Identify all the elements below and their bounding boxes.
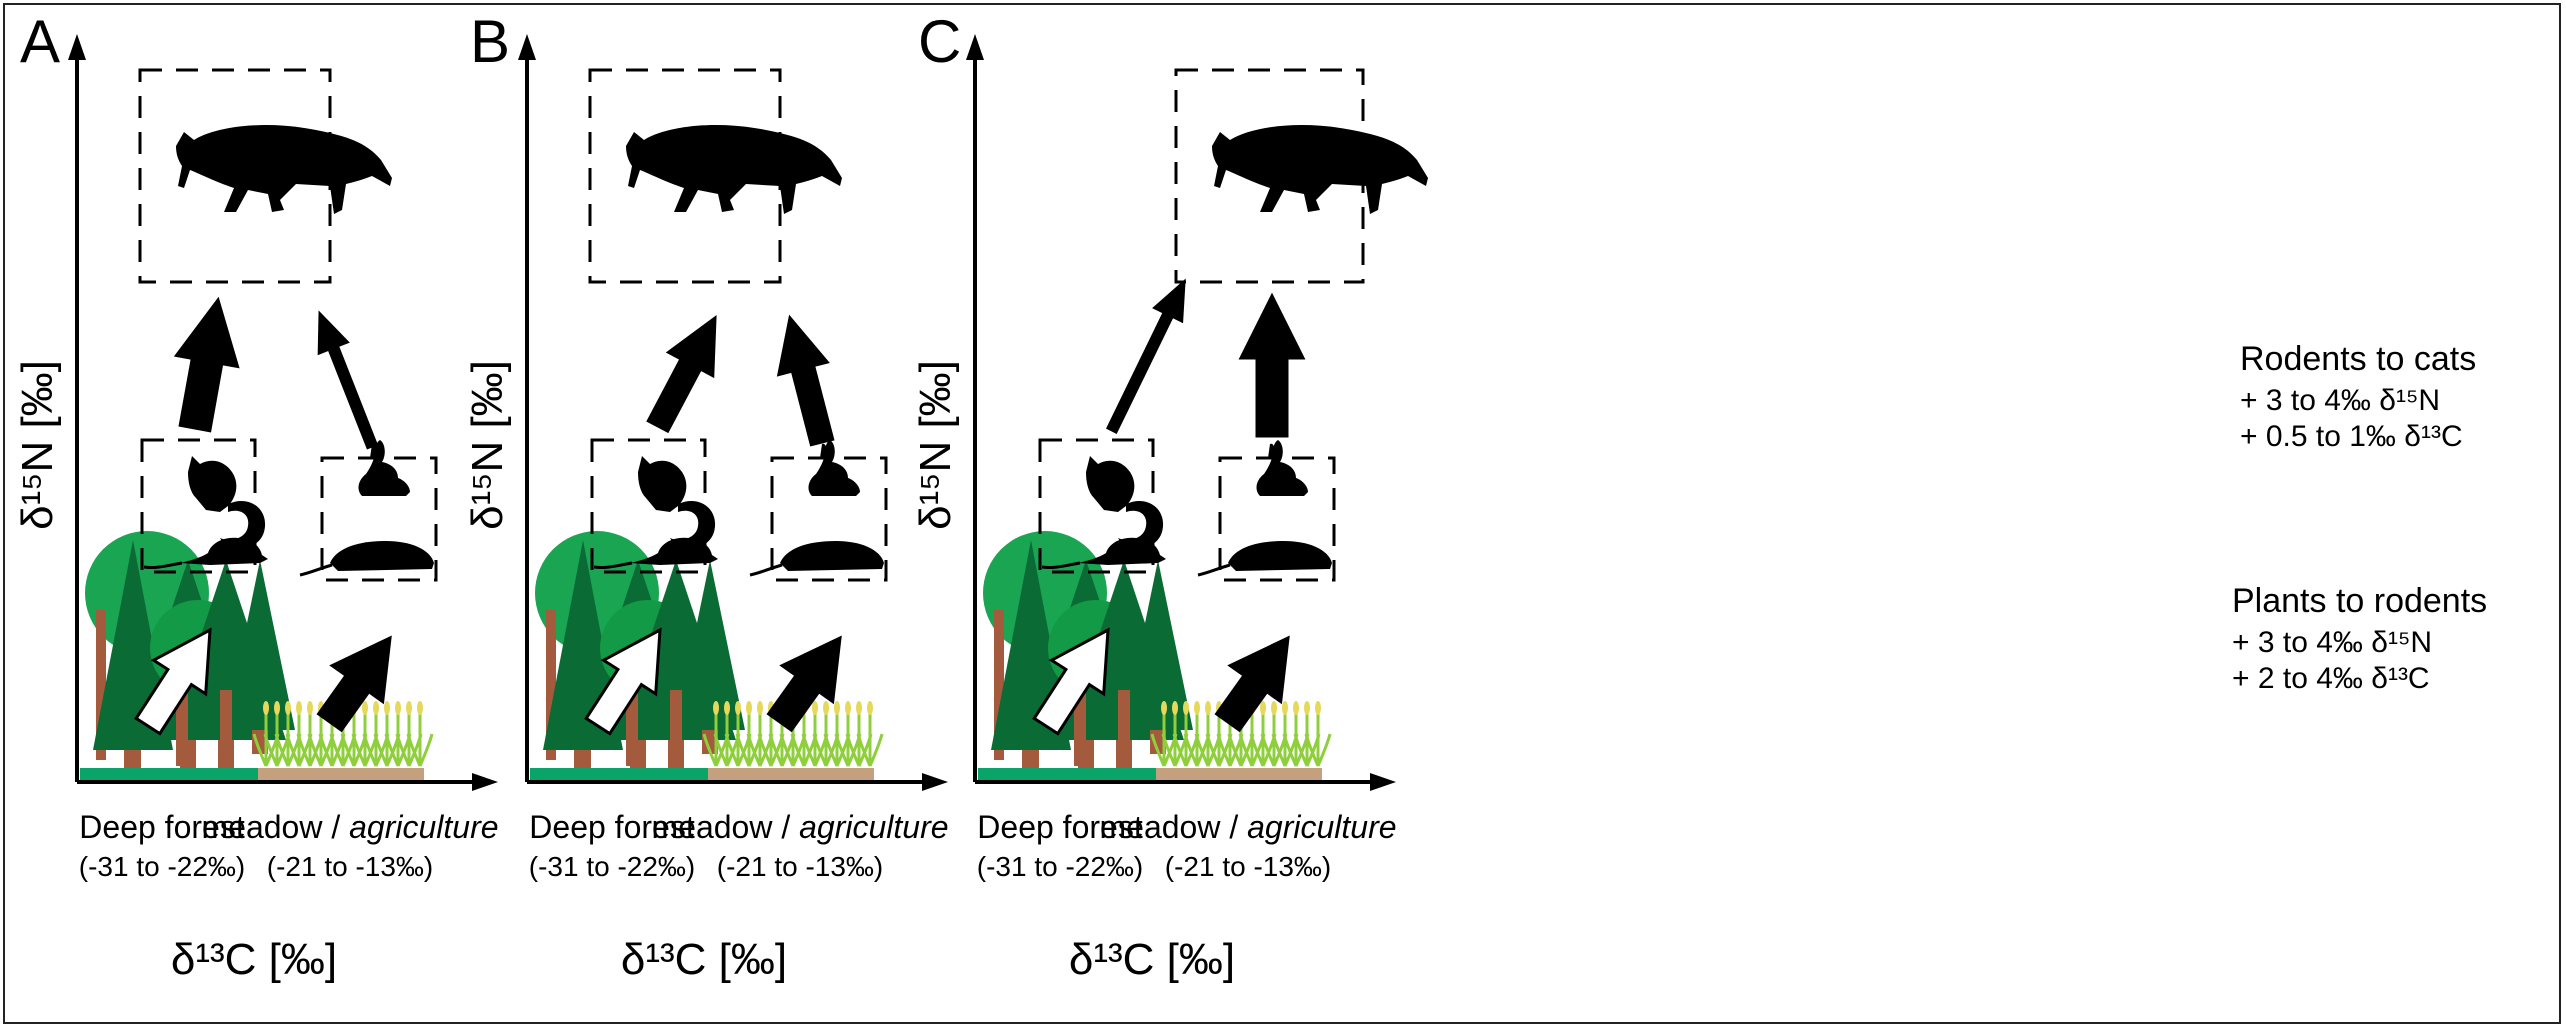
meadow-rodent-to-cat-arrow	[319, 314, 376, 448]
legend-rodents-to-cats-title: Rodents to cats	[2240, 340, 2476, 378]
forest-ground	[530, 768, 708, 782]
panel-letter: C	[918, 8, 961, 75]
meadow-range: (-21 to -13‰)	[1165, 851, 1332, 882]
legend: Rodents to cats+ 3 to 4‰ δ¹⁵N+ 0.5 to 1‰…	[2232, 340, 2487, 695]
wildcat-silhouette	[626, 125, 842, 214]
x-axis-arrowhead	[922, 773, 948, 791]
panel-letter: B	[470, 8, 510, 75]
x-axis-arrowhead	[472, 773, 498, 791]
rabbit-silhouette	[1257, 440, 1308, 496]
forest-range: (-31 to -22‰)	[529, 851, 696, 882]
y-axis-label: δ¹⁵N [‰]	[911, 360, 960, 530]
forest-range: (-31 to -22‰)	[79, 851, 246, 882]
meadow-rodent-to-cat-arrow	[779, 318, 833, 445]
meadow-ground	[1156, 768, 1322, 782]
meadow-label: meadow / agriculture	[651, 809, 948, 845]
rabbit-silhouette	[809, 440, 860, 496]
wildcat-silhouette	[176, 125, 392, 214]
vole-silhouette	[750, 541, 884, 575]
x-axis-label: δ¹³C [‰]	[621, 935, 787, 984]
legend-rodents-to-cats-n: + 3 to 4‰ δ¹⁵N	[2240, 384, 2440, 417]
forest-rodent-to-cat-arrow	[1108, 282, 1184, 432]
meadow-ground	[258, 768, 424, 782]
meadow-ground	[708, 768, 874, 782]
x-axis-arrowhead	[1370, 773, 1396, 791]
meadow-label: meadow / agriculture	[201, 809, 498, 845]
forest-ground	[80, 768, 258, 782]
vole-silhouette	[300, 541, 434, 575]
meadow-rodent-to-cat-arrow	[1241, 296, 1303, 436]
forest-ground	[978, 768, 1156, 782]
forest-rodent-to-cat-arrow	[648, 318, 715, 431]
vole-silhouette	[1198, 541, 1332, 575]
y-axis-arrowhead	[966, 34, 984, 60]
squirrel-silhouette	[188, 456, 265, 549]
squirrel-silhouette	[1086, 456, 1163, 549]
meadow-range: (-21 to -13‰)	[717, 851, 884, 882]
forest-range: (-31 to -22‰)	[977, 851, 1144, 882]
legend-plants-to-rodents-c: + 2 to 4‰ δ¹³C	[2232, 662, 2430, 695]
y-axis-label: δ¹⁵N [‰]	[13, 360, 62, 530]
squirrel-silhouette	[638, 456, 715, 549]
rabbit-silhouette	[359, 440, 410, 496]
legend-plants-to-rodents-title: Plants to rodents	[2232, 582, 2487, 620]
y-axis-arrowhead	[68, 34, 86, 60]
forest-rodent-to-cat-arrow	[177, 300, 238, 431]
legend-rodents-to-cats-c: + 0.5 to 1‰ δ¹³C	[2240, 420, 2463, 453]
x-axis-label: δ¹³C [‰]	[171, 935, 337, 984]
x-axis-label: δ¹³C [‰]	[1069, 935, 1235, 984]
y-axis-label: δ¹⁵N [‰]	[463, 360, 512, 530]
wildcat-silhouette	[1212, 125, 1428, 214]
meadow-label: meadow / agriculture	[1099, 809, 1396, 845]
panel-letter: A	[20, 8, 60, 75]
y-axis-arrowhead	[518, 34, 536, 60]
legend-plants-to-rodents-n: + 3 to 4‰ δ¹⁵N	[2232, 626, 2432, 659]
meadow-range: (-21 to -13‰)	[267, 851, 434, 882]
